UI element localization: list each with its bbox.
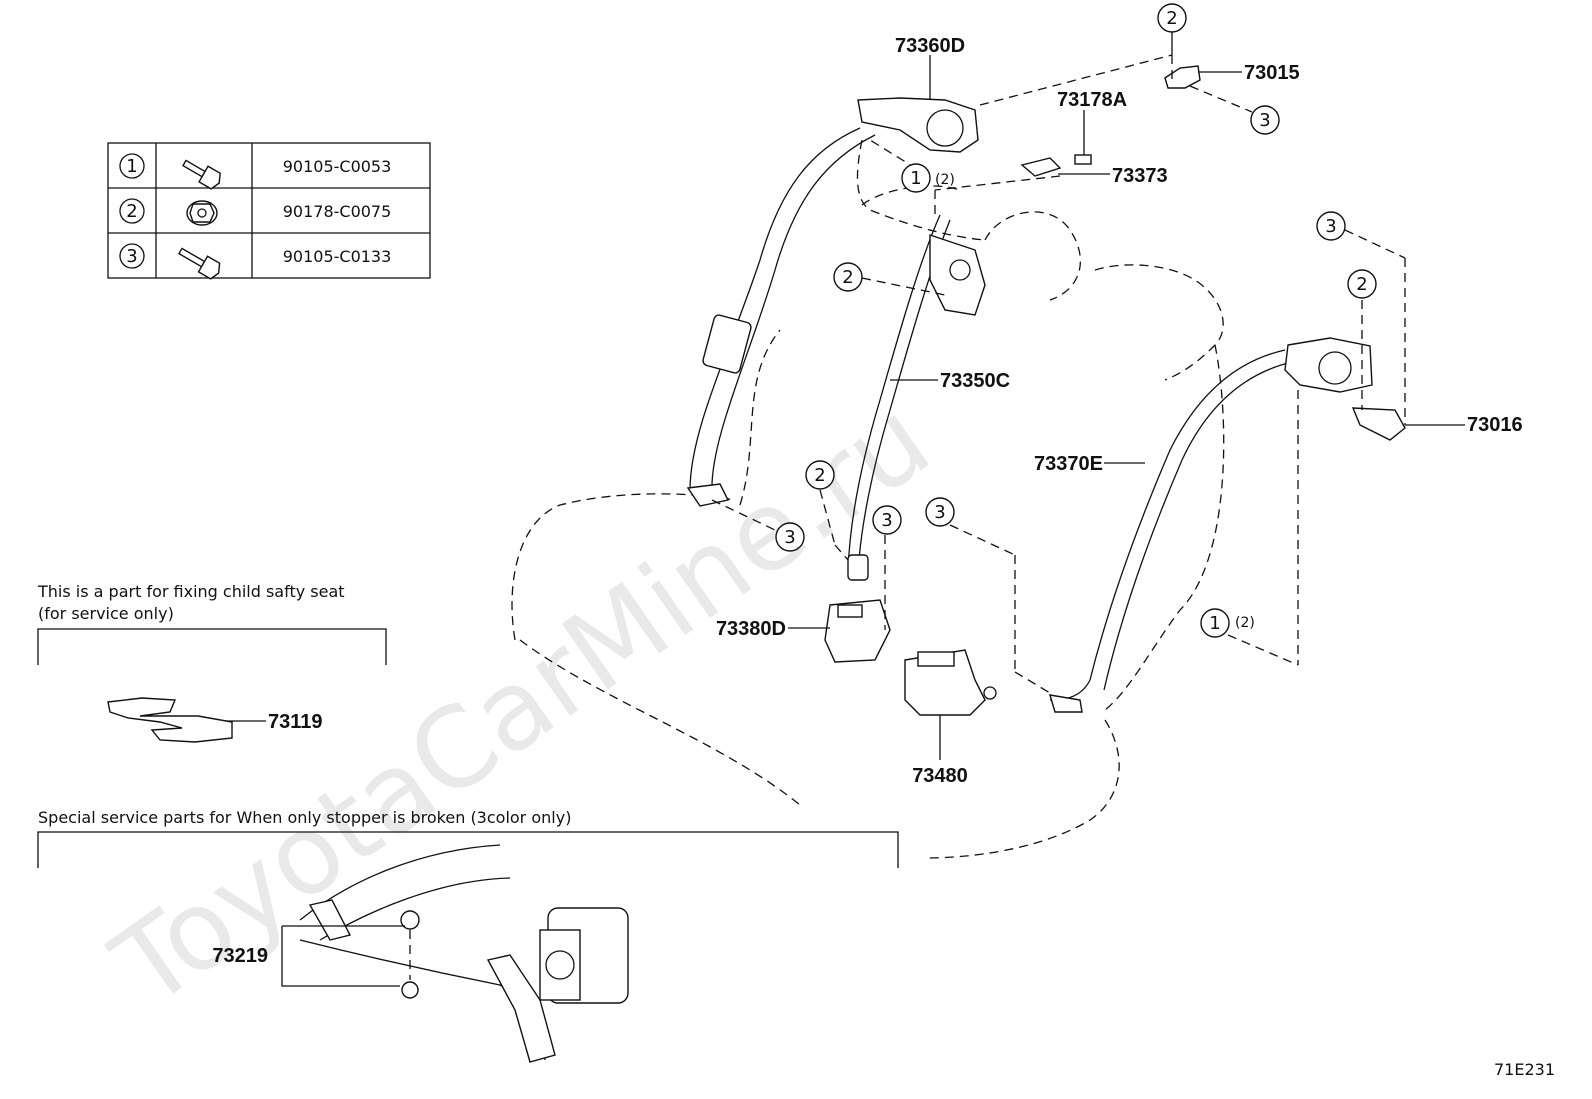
svg-text:(for service only): (for service only): [38, 604, 174, 623]
fastener-table: 1 90105-C0053 2 90178-C0075 3 9: [107, 142, 431, 280]
callout: 2: [1347, 269, 1377, 299]
part-label-73373: 73373: [1112, 165, 1168, 187]
svg-text:90105-C0133: 90105-C0133: [283, 247, 392, 266]
callout: 1 (2): [1200, 608, 1255, 638]
svg-text:Special service parts for When: Special service parts for When only stop…: [38, 808, 571, 827]
svg-text:3: 3: [934, 502, 945, 523]
svg-text:(2): (2): [1235, 615, 1255, 631]
svg-text:3: 3: [1259, 110, 1270, 131]
stopper-note: Special service parts for When only stop…: [37, 808, 899, 1063]
svg-text:This is a part for fixing chil: This is a part for fixing child safty se…: [37, 582, 345, 601]
part-label-73015: 73015: [1244, 62, 1300, 84]
svg-text:3: 3: [126, 246, 137, 267]
part-label-73480: 73480: [912, 765, 968, 787]
svg-text:(2): (2): [935, 172, 955, 188]
svg-text:90178-C0075: 90178-C0075: [283, 202, 392, 221]
part-label-73119: 73119: [268, 711, 323, 733]
svg-text:3: 3: [784, 527, 795, 548]
flange-bolt-icon: [182, 159, 221, 190]
part-label-73370E: 73370E: [1034, 453, 1103, 475]
child-seat-note: This is a part for fixing child safty se…: [37, 582, 387, 743]
callout: 2: [805, 460, 835, 490]
callout: 2: [833, 262, 863, 292]
clip-73178A: [1074, 154, 1092, 165]
part-label-73178A: 73178A: [1057, 89, 1127, 111]
part-label-73380D: 73380D: [716, 618, 786, 640]
leader-lines: [216, 32, 1465, 760]
buckle-73380D: [824, 599, 891, 663]
part-label-73350C: 73350C: [940, 370, 1010, 392]
part-label-73016: 73016: [1467, 414, 1523, 436]
callout: 3: [775, 522, 805, 552]
table-row: 3 90105-C0133: [119, 243, 392, 280]
callout: 3: [925, 497, 955, 527]
buckle-73480: [904, 649, 997, 716]
callout: 1 (2): [901, 163, 955, 193]
table-row: 1 90105-C0053: [119, 153, 392, 190]
right-seat-belt: [1049, 337, 1406, 713]
bracket-73015: [1164, 65, 1201, 89]
svg-text:2: 2: [814, 465, 825, 486]
svg-text:2: 2: [842, 267, 853, 288]
svg-text:3: 3: [1325, 216, 1336, 237]
callout: 3: [1316, 211, 1346, 241]
svg-text:90105-C0053: 90105-C0053: [283, 157, 392, 176]
part-label-73219: 73219: [212, 945, 268, 967]
flange-nut-icon: [186, 200, 218, 226]
svg-text:3: 3: [881, 510, 892, 531]
svg-text:1: 1: [910, 168, 921, 189]
part-label-73360D: 73360D: [895, 35, 965, 57]
figure-code: 71E231: [1494, 1060, 1555, 1079]
svg-text:2: 2: [1166, 8, 1177, 29]
callout: 3: [1250, 105, 1280, 135]
callout: 2: [1157, 3, 1187, 33]
table-row: 2 90178-C0075: [119, 198, 392, 226]
anchor-plate-73119: [107, 697, 233, 743]
flange-bolt-icon: [178, 247, 221, 280]
svg-text:2: 2: [1356, 274, 1367, 295]
svg-text:2: 2: [126, 201, 137, 222]
left-seat-belt: [686, 97, 979, 507]
svg-text:1: 1: [1209, 613, 1220, 634]
cover-73373: [1020, 157, 1062, 177]
callout: 3: [872, 505, 902, 535]
svg-text:1: 1: [126, 156, 137, 177]
